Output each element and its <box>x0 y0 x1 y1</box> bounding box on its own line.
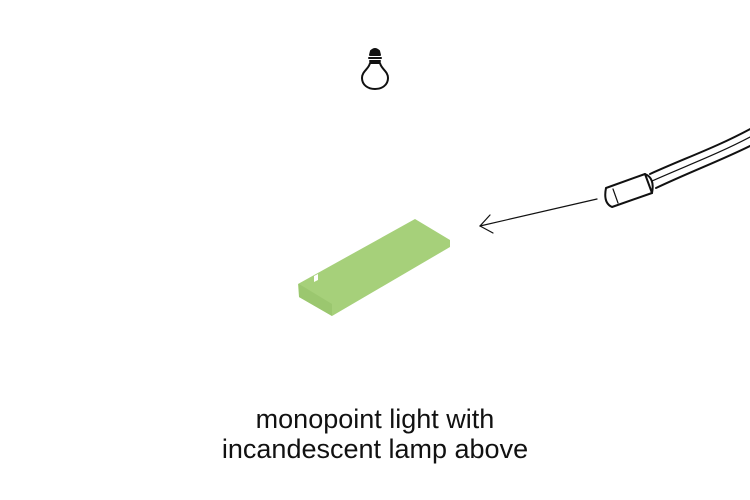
diagram-caption: monopoint light with incandescent lamp a… <box>0 404 750 464</box>
caption-line-2: incandescent lamp above <box>221 434 529 464</box>
sample-plate <box>298 219 450 316</box>
fiber-probe-icon <box>604 127 750 208</box>
incandescent-bulb-icon <box>361 48 389 90</box>
arrow-icon <box>479 198 598 234</box>
caption-line-1: monopoint light with <box>255 404 495 434</box>
